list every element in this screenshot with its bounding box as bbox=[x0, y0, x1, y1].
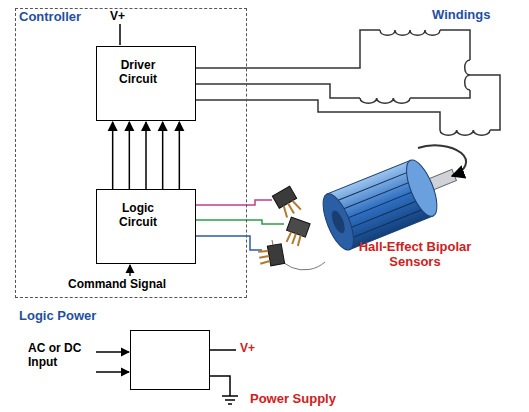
box-label: Logic Circuit bbox=[107, 202, 169, 230]
signal-label: Command Signal bbox=[68, 278, 166, 292]
group-heading: Logic Power bbox=[19, 309, 96, 324]
logic-box: Logic Circuit bbox=[96, 189, 196, 264]
input-arrow bbox=[96, 371, 129, 372]
supply-label: V+ bbox=[240, 342, 255, 356]
phase-wires bbox=[195, 68, 360, 112]
signal-arrow bbox=[179, 122, 181, 189]
signal-arrow bbox=[145, 122, 147, 189]
output-wire bbox=[210, 349, 236, 351]
windings-label: Windings bbox=[432, 8, 490, 23]
supply-label: V+ bbox=[110, 10, 125, 24]
command-arrow bbox=[129, 265, 130, 276]
signal-arrow bbox=[129, 122, 131, 189]
winding-coils bbox=[352, 30, 500, 135]
hall-sensor bbox=[258, 186, 311, 268]
sensor-wire bbox=[195, 200, 272, 205]
rotation-arrow bbox=[418, 145, 466, 176]
group-heading: Controller bbox=[19, 10, 81, 25]
input-label: AC or DC Input bbox=[28, 342, 90, 370]
supply-label: Power Supply bbox=[250, 392, 336, 407]
ground-wire bbox=[210, 376, 230, 396]
rotor bbox=[317, 147, 466, 254]
sensor-label: Hall-Effect Bipolar Sensors bbox=[355, 240, 475, 270]
driver-box: Driver Circuit bbox=[96, 46, 196, 121]
signal-arrow bbox=[162, 122, 164, 189]
input-arrow bbox=[96, 351, 129, 352]
ground-symbol bbox=[222, 396, 238, 404]
box-label: Driver Circuit bbox=[107, 59, 169, 87]
controller-box: Driver CircuitLogic Circuit Controller bbox=[15, 8, 247, 298]
power-supply-box: Logic Power bbox=[130, 330, 210, 390]
supply-wire bbox=[119, 24, 121, 45]
sensor-wire bbox=[195, 236, 262, 250]
sensor-wire bbox=[195, 220, 284, 224]
signal-arrow bbox=[112, 122, 114, 189]
